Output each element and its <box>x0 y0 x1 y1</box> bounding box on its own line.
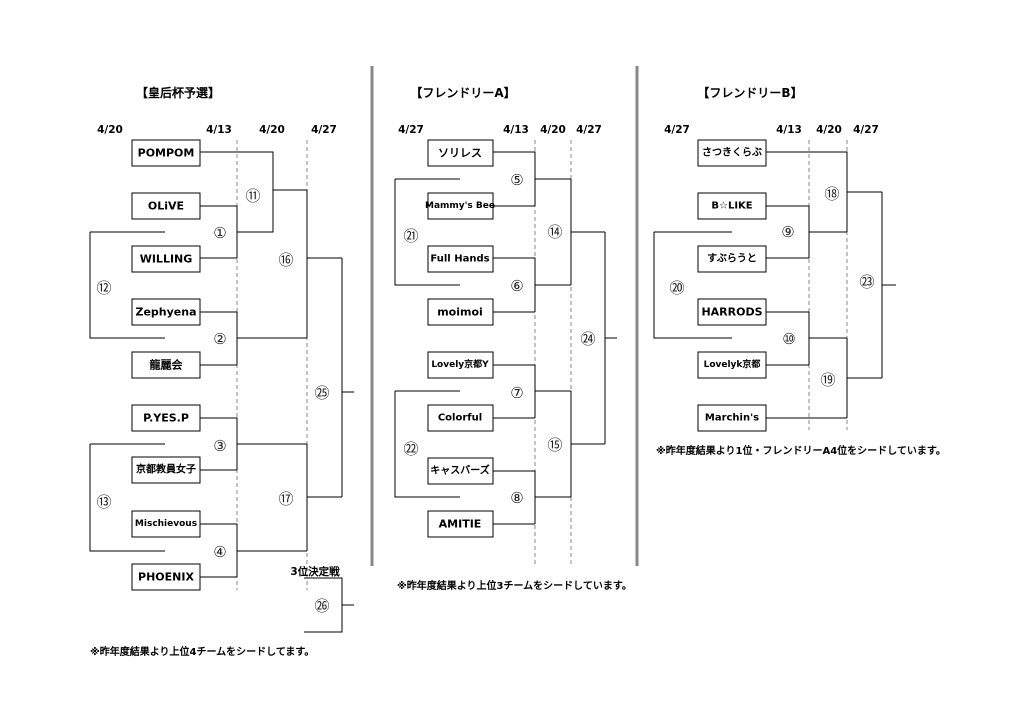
team-name: 龍麗会 <box>150 358 184 372</box>
match-number: ⑲ <box>820 371 835 389</box>
team-name: すぶらうと <box>707 253 757 265</box>
team-box <box>697 404 767 432</box>
team-box <box>427 457 494 485</box>
match-number: ⑬ <box>96 493 111 511</box>
friendly-b-bracket-lines <box>653 151 896 419</box>
match-number: ⑱ <box>824 185 839 203</box>
friendly-a-note: ※昨年度結果より上位3チームをシードしています。 <box>397 579 632 592</box>
friendly-a-bracket-lines <box>394 151 617 525</box>
team-name: PHOENIX <box>138 571 194 584</box>
team-box <box>697 298 767 326</box>
third-place-label: 3位決定戦 <box>290 565 340 578</box>
team-name: AMITIE <box>439 518 482 531</box>
team-name: Lovely京都Y <box>431 358 489 370</box>
team-name: OLiVE <box>148 200 184 213</box>
team-box <box>131 456 201 484</box>
team-box <box>697 192 767 220</box>
friendly-a-date-r1: 4/13 <box>503 124 529 136</box>
team-name: Colorful <box>438 413 482 424</box>
match-number: ③ <box>213 437 226 455</box>
koukou-note: ※昨年度結果より上位4チームをシードしてます。 <box>90 645 314 658</box>
match-number: ㉒ <box>403 440 418 458</box>
match-number: ㉑ <box>403 227 418 245</box>
team-name: キャスバーズ <box>430 464 490 477</box>
team-name: Mischievous <box>135 519 197 529</box>
team-box <box>427 139 494 167</box>
match-number: ⑰ <box>278 490 293 508</box>
koukou-date-r1: 4/13 <box>206 124 232 136</box>
match-number: ⑪ <box>245 187 260 205</box>
friendly-b-bracket: 【フレンドリーB】 4/27 4/13 4/20 4/27 さつきくらぶ B☆L… <box>653 85 946 457</box>
team-box <box>427 245 494 273</box>
team-box <box>697 245 767 273</box>
match-number: ㉖ <box>314 597 329 615</box>
friendly-a-date-left: 4/27 <box>398 124 424 136</box>
team-name: さつきくらぶ <box>702 147 762 159</box>
team-box <box>427 192 494 220</box>
team-box <box>131 192 201 220</box>
match-number: ⑨ <box>781 223 794 241</box>
friendly-b-title: 【フレンドリーB】 <box>697 85 802 100</box>
team-box <box>697 351 767 379</box>
friendly-b-date-left: 4/27 <box>664 124 690 136</box>
match-number: ⑩ <box>782 330 795 348</box>
match-number: ⑦ <box>510 384 523 402</box>
koukou-bracket: 【皇后杯予選】 4/20 4/13 4/20 4/27 POMPOM OLiVE… <box>89 85 354 658</box>
team-box <box>131 245 201 273</box>
koukou-date-r3: 4/27 <box>311 124 337 136</box>
team-box <box>131 404 201 432</box>
koukou-title: 【皇后杯予選】 <box>136 85 220 100</box>
team-name: ソリレス <box>438 147 482 160</box>
team-name: 京都教員女子 <box>136 463 196 476</box>
friendly-a-title: 【フレンドリーA】 <box>410 85 515 100</box>
team-box <box>427 351 494 379</box>
team-name: moimoi <box>437 306 483 319</box>
team-name: P.YES.P <box>143 412 189 425</box>
friendly-b-date-r3: 4/27 <box>853 124 879 136</box>
match-number: ㉔ <box>580 330 595 348</box>
match-number: ④ <box>213 543 226 561</box>
team-name: Mammy's Bee <box>425 201 495 211</box>
match-number: ② <box>213 330 226 348</box>
match-number: ㉕ <box>314 384 329 402</box>
match-number: ㉓ <box>859 273 874 291</box>
friendly-b-note: ※昨年度結果より1位・フレンドリーA4位をシードしています。 <box>656 444 946 457</box>
match-number: ⑤ <box>510 171 523 189</box>
match-number: ⑳ <box>669 279 684 297</box>
team-name: Zephyena <box>135 306 196 319</box>
match-number: ⑯ <box>278 251 293 269</box>
team-box <box>131 351 201 379</box>
koukou-date-left: 4/20 <box>97 124 123 136</box>
team-box <box>427 510 494 538</box>
team-box <box>131 510 201 538</box>
team-box <box>697 139 767 167</box>
friendly-a-date-r3: 4/27 <box>576 124 602 136</box>
team-name: Marchin's <box>705 413 759 424</box>
match-number: ⑧ <box>510 489 523 507</box>
team-box <box>427 404 494 432</box>
team-box <box>131 139 201 167</box>
koukou-date-r2: 4/20 <box>259 124 285 136</box>
team-name: Lovelyk京都 <box>704 358 761 370</box>
team-name: Full Hands <box>430 254 489 265</box>
team-name: POMPOM <box>138 147 195 160</box>
team-box <box>131 563 201 591</box>
friendly-b-date-r2: 4/20 <box>816 124 842 136</box>
match-number: ⑮ <box>547 436 562 454</box>
team-name: HARRODS <box>701 306 762 319</box>
team-name: B☆LIKE <box>711 201 752 212</box>
team-box <box>427 298 494 326</box>
friendly-a-bracket: 【フレンドリーA】 4/27 4/13 4/20 4/27 ソリレス Mammy… <box>394 85 632 592</box>
match-number: ① <box>213 224 226 242</box>
match-number: ⑭ <box>547 223 562 241</box>
team-box <box>131 298 201 326</box>
match-number: ⑥ <box>510 277 523 295</box>
team-name: WILLING <box>140 253 193 266</box>
friendly-b-date-r1: 4/13 <box>776 124 802 136</box>
koukou-bracket-lines <box>89 151 354 633</box>
match-number: ⑫ <box>96 279 111 297</box>
friendly-a-date-r2: 4/20 <box>540 124 566 136</box>
